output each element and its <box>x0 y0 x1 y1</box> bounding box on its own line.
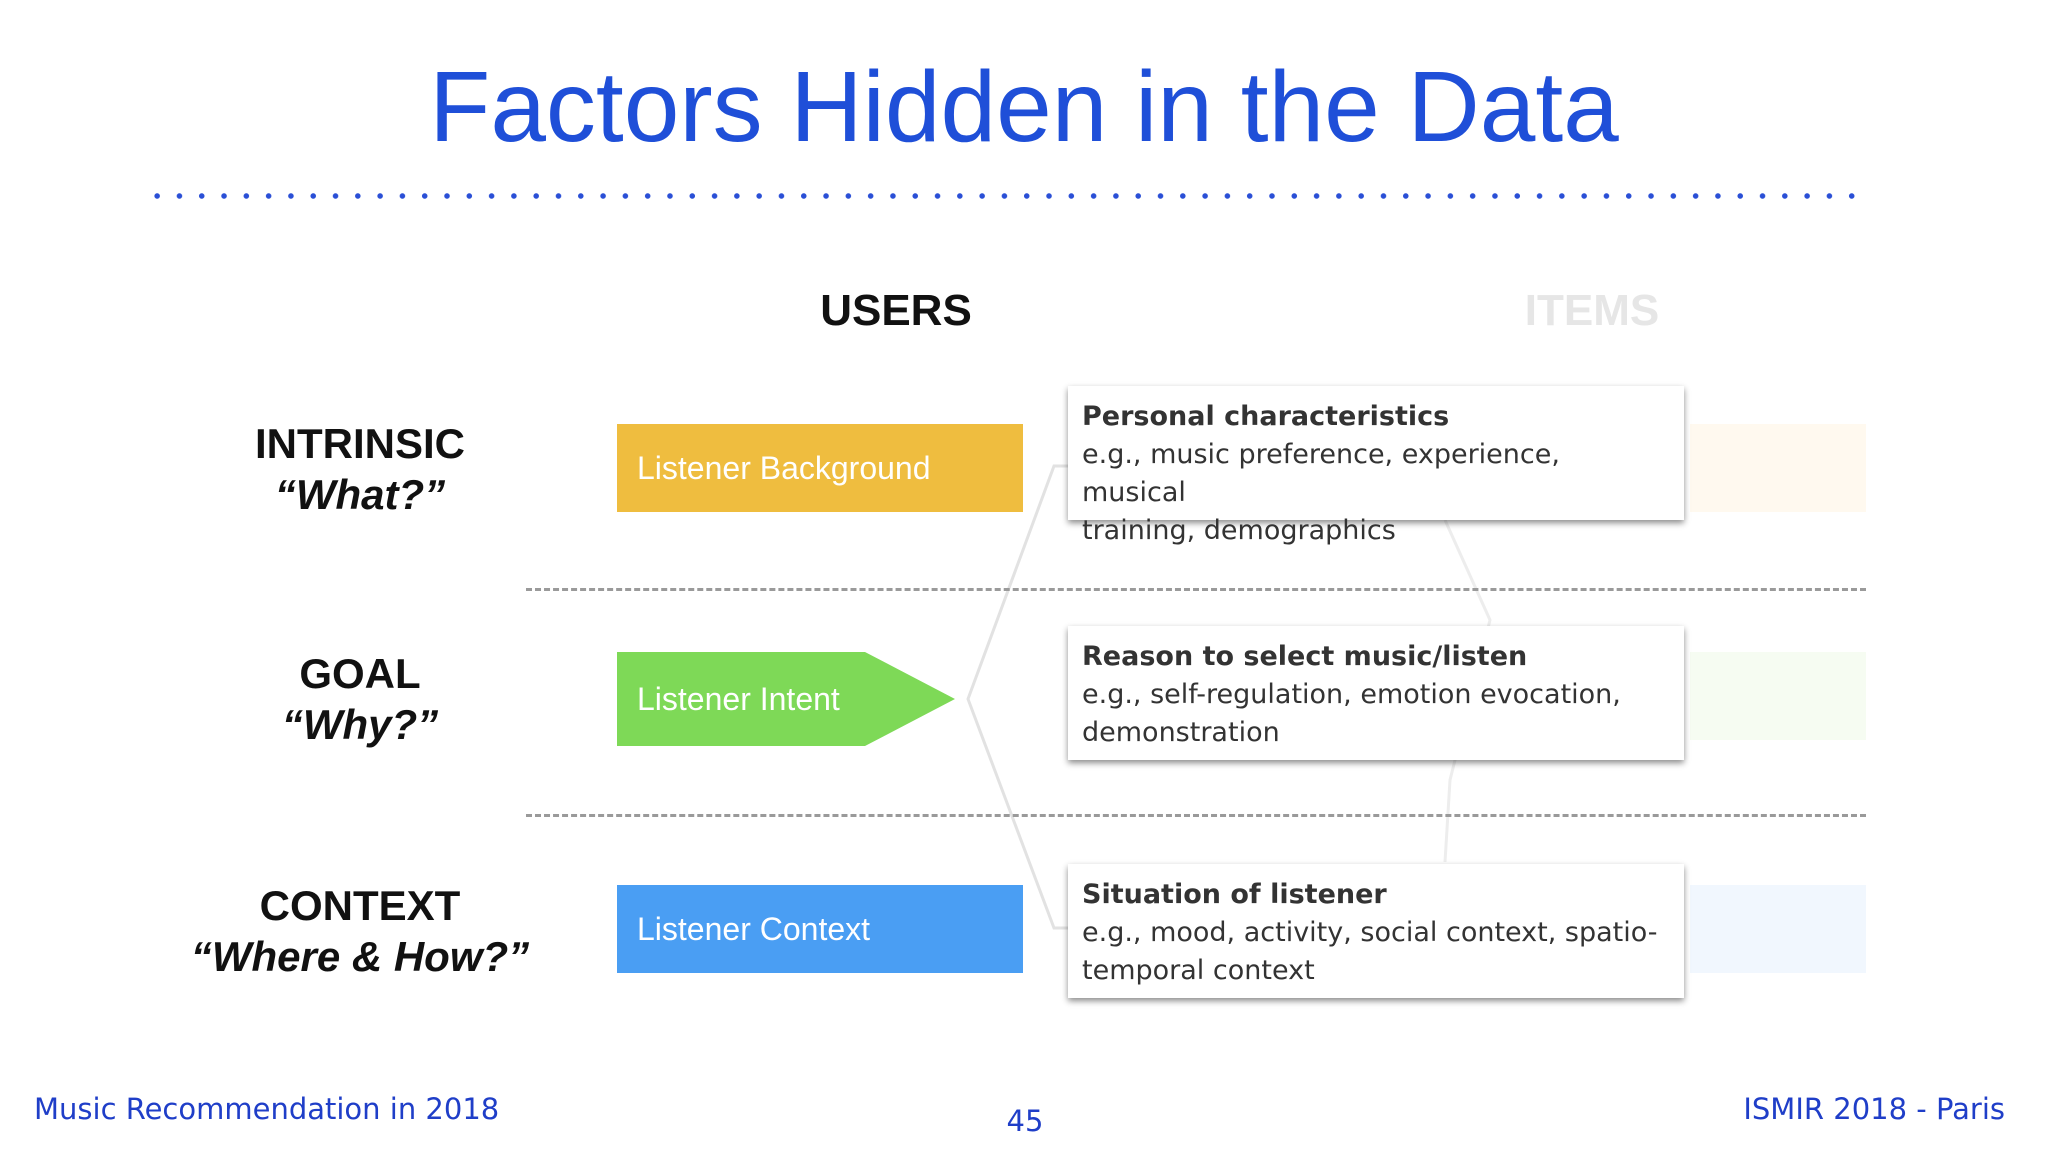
listener-intent-arrow: Listener Intent <box>617 652 957 746</box>
card-personal-characteristics: Personal characteristics e.g., music pre… <box>1068 386 1684 546</box>
items-ghost-box <box>1690 424 1866 512</box>
footer-left: Music Recommendation in 2018 <box>34 1092 500 1126</box>
row-label-question: “Why?” <box>281 701 439 749</box>
card-description: demonstration <box>1082 717 1280 748</box>
card-situation-of-listener: Situation of listener e.g., mood, activi… <box>1068 864 1684 998</box>
card-heading: Reason to select music/listen <box>1082 641 1528 672</box>
footer-right: ISMIR 2018 - Paris <box>1743 1092 2005 1126</box>
arrow-shape <box>617 652 955 746</box>
factor-label: Listener Context <box>637 910 871 947</box>
row-label-question: “What?” <box>274 471 446 519</box>
factor-label: Listener Background <box>637 449 931 486</box>
card-description: e.g., music preference, experience, musi… <box>1082 439 1560 508</box>
listener-context-box: Listener Context <box>617 885 1023 973</box>
card-description: e.g., self-regulation, emotion evocation… <box>1082 679 1621 710</box>
card-heading: Personal characteristics <box>1082 401 1450 432</box>
card-description: training, demographics <box>1082 515 1396 546</box>
card-heading: Situation of listener <box>1082 879 1387 910</box>
column-header-users: USERS <box>820 286 972 335</box>
column-header-items: ITEMS <box>1524 286 1660 335</box>
factor-label: Listener Intent <box>637 680 840 717</box>
row-separator <box>526 814 1866 817</box>
items-ghost-box <box>1690 652 1866 740</box>
slide-title: Factors Hidden in the Data <box>429 51 1619 163</box>
row-label-main: CONTEXT <box>259 882 461 929</box>
row-label-question: “Where & How?” <box>190 933 530 981</box>
row-separator <box>526 588 1866 591</box>
card-description: e.g., mood, activity, social context, sp… <box>1082 917 1658 948</box>
listener-background-box: Listener Background <box>617 424 1023 512</box>
row-label-intrinsic: INTRINSIC “What?” <box>165 418 555 520</box>
row-label-context: CONTEXT “Where & How?” <box>165 880 555 982</box>
card-reason-to-select: Reason to select music/listen e.g., self… <box>1068 626 1684 760</box>
dotted-divider <box>146 192 1866 200</box>
page-number: 45 <box>1006 1104 1044 1138</box>
items-ghost-box <box>1690 885 1866 973</box>
row-label-main: INTRINSIC <box>255 420 465 467</box>
row-label-goal: GOAL “Why?” <box>165 648 555 750</box>
card-description: temporal context <box>1082 955 1315 986</box>
row-label-main: GOAL <box>299 650 421 697</box>
